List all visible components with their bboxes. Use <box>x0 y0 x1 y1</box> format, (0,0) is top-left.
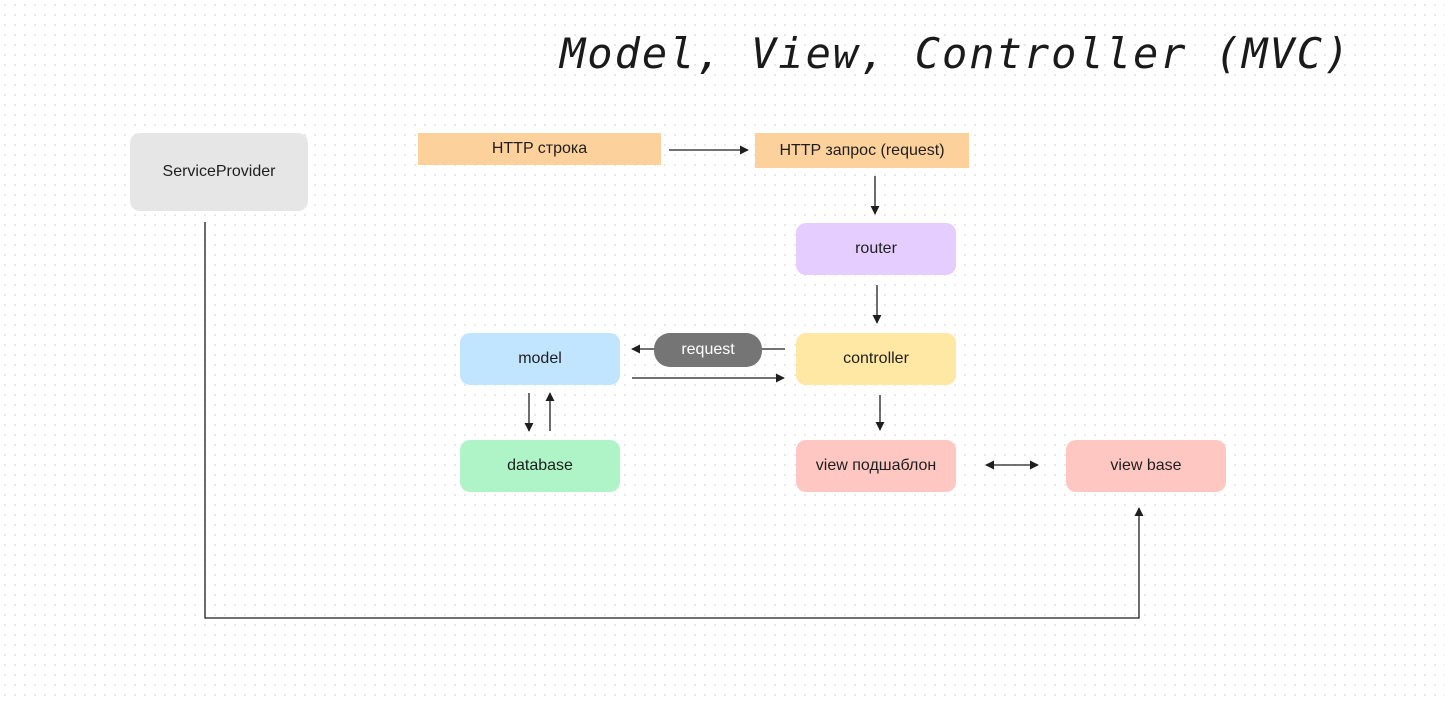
request-pill-label: request <box>681 341 735 358</box>
view-base-node: view base <box>1066 440 1226 492</box>
http-request-label: HTTP запрос (request) <box>779 141 945 159</box>
http-request-node: HTTP запрос (request) <box>755 133 969 168</box>
http-string-node: HTTP строка <box>418 133 661 165</box>
request-pill: request <box>654 333 762 367</box>
view-base-label: view base <box>1110 457 1182 474</box>
service-provider-node: ServiceProvider <box>130 133 308 211</box>
database-node: database <box>460 440 620 492</box>
view-subtemplate-node: view подшаблон <box>796 440 956 492</box>
service-provider-label: ServiceProvider <box>162 163 276 180</box>
arrow-serviceprovider-to-view-base <box>204 222 1144 619</box>
controller-node: controller <box>796 333 956 385</box>
controller-label: controller <box>843 350 909 367</box>
view-subtemplate-label: view подшаблон <box>815 457 937 474</box>
database-label: database <box>507 457 573 474</box>
model-node: model <box>460 333 620 385</box>
http-string-label: HTTP строка <box>491 140 588 157</box>
model-label: model <box>518 350 562 367</box>
router-label: router <box>855 240 897 257</box>
router-node: router <box>796 223 956 275</box>
